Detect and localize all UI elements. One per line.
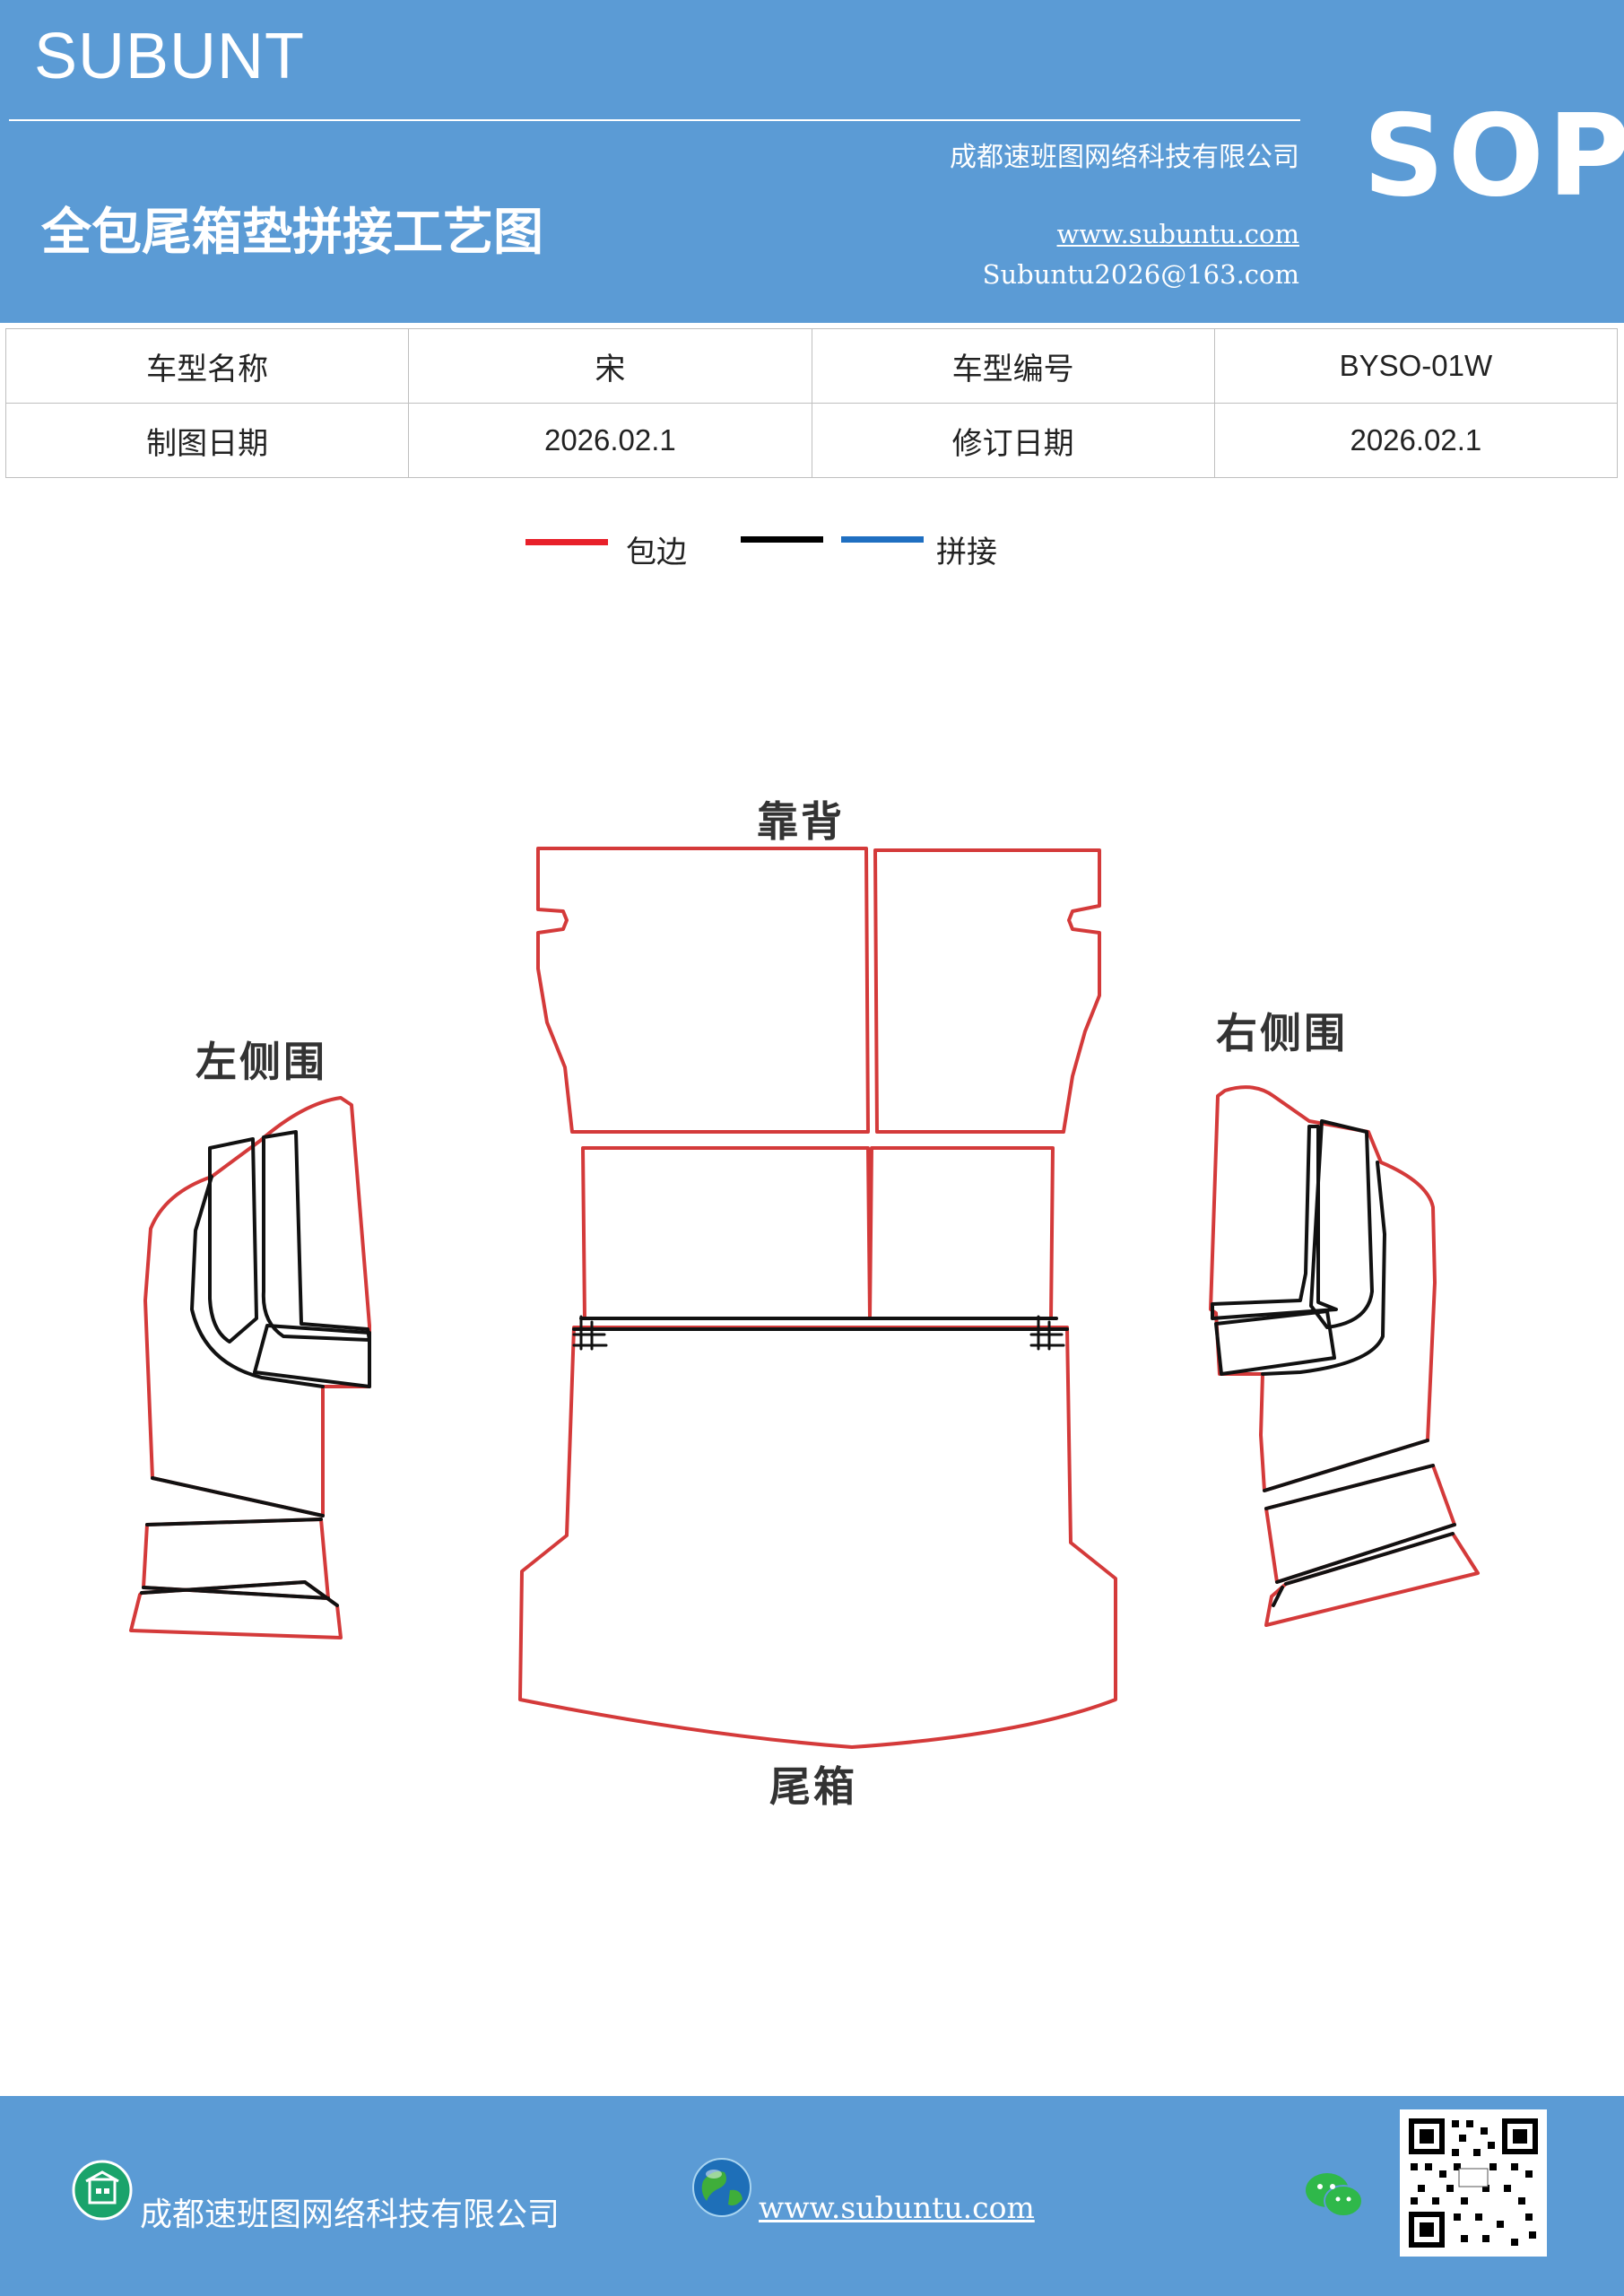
doc-type-badge: SOP (1363, 90, 1624, 222)
right-side-inset-mid (1309, 1119, 1374, 1329)
header-website-link[interactable]: www.subuntu.com (1056, 219, 1299, 249)
revise-date-value: 2026.02.1 (1213, 403, 1619, 478)
model-name-label: 车型名称 (4, 328, 410, 404)
backrest-label: 靠背 (757, 797, 845, 846)
left-side-label: 左侧围 (195, 1038, 327, 1086)
legend-label-seam: 拼接 (936, 535, 997, 570)
table-row: 制图日期 2026.02.1 修订日期 2026.02.1 (4, 403, 1619, 478)
revise-date-label: 修订日期 (811, 403, 1215, 478)
right-side-strip-2-seam (1272, 1532, 1455, 1607)
backrest-right-panel (873, 848, 1101, 1134)
right-side-seam-lower (1263, 1439, 1429, 1492)
left-side-inset-low (253, 1324, 371, 1388)
backrest-left-panel (536, 847, 870, 1134)
legend-label-edge: 包边 (626, 535, 687, 570)
model-code-value: BYSO-01W (1213, 328, 1619, 404)
vehicle-info-table: 车型名称 宋 车型编号 BYSO-01W 制图日期 2026.02.1 修订日期… (4, 328, 1619, 478)
right-side-strip-1-seam (1264, 1464, 1456, 1584)
legend-swatch-black (741, 536, 823, 543)
right-side-inset-upper (1211, 1125, 1338, 1320)
right-side-label: 右侧围 (1216, 1009, 1348, 1057)
right-side-inset-low (1214, 1309, 1336, 1376)
header-banner (0, 0, 1624, 323)
draw-date-label: 制图日期 (4, 403, 410, 478)
table-row: 车型名称 宋 车型编号 BYSO-01W (4, 328, 1619, 404)
right-side-outer-panel (1209, 1085, 1437, 1492)
model-code-label: 车型编号 (811, 328, 1215, 404)
floor-left-panel (581, 1146, 872, 1320)
globe-icon (692, 2158, 751, 2217)
footer-website-link[interactable]: www.subuntu.com (759, 2190, 1035, 2225)
footer-company: 成都速班图网络科技有限公司 (140, 2196, 560, 2233)
left-side-inset-mid (261, 1130, 371, 1342)
model-name-value: 宋 (408, 328, 812, 404)
header-divider (9, 119, 1300, 121)
left-side-seam-inner (190, 1175, 325, 1388)
draw-date-value: 2026.02.1 (408, 403, 812, 478)
page-title: 全包尾箱垫拼接工艺图 (41, 204, 543, 262)
floor-right-panel (868, 1146, 1055, 1320)
left-side-strip-2-seam (140, 1580, 339, 1607)
legend-swatch-edge (525, 539, 608, 545)
brand-name: SUBUNT (34, 21, 306, 92)
qr-code-pattern (1409, 2118, 1538, 2248)
header-company: 成都速班图网络科技有限公司 (950, 142, 1299, 173)
trunk-label: 尾箱 (769, 1762, 857, 1811)
trunk-main-panel (518, 1326, 1117, 1749)
seam-marker-right (1029, 1315, 1065, 1351)
right-side-seam-inner (1261, 1161, 1386, 1376)
left-side-inset-upper (208, 1137, 258, 1344)
left-side-seam-lower (151, 1476, 325, 1518)
legend-swatch-seam (841, 536, 924, 543)
wechat-icon (1306, 2173, 1363, 2217)
qr-code[interactable] (1400, 2109, 1547, 2257)
building-icon (72, 2160, 133, 2221)
header-email: Subuntu2026@163.com (982, 259, 1299, 290)
seam-marker-left (572, 1315, 608, 1351)
